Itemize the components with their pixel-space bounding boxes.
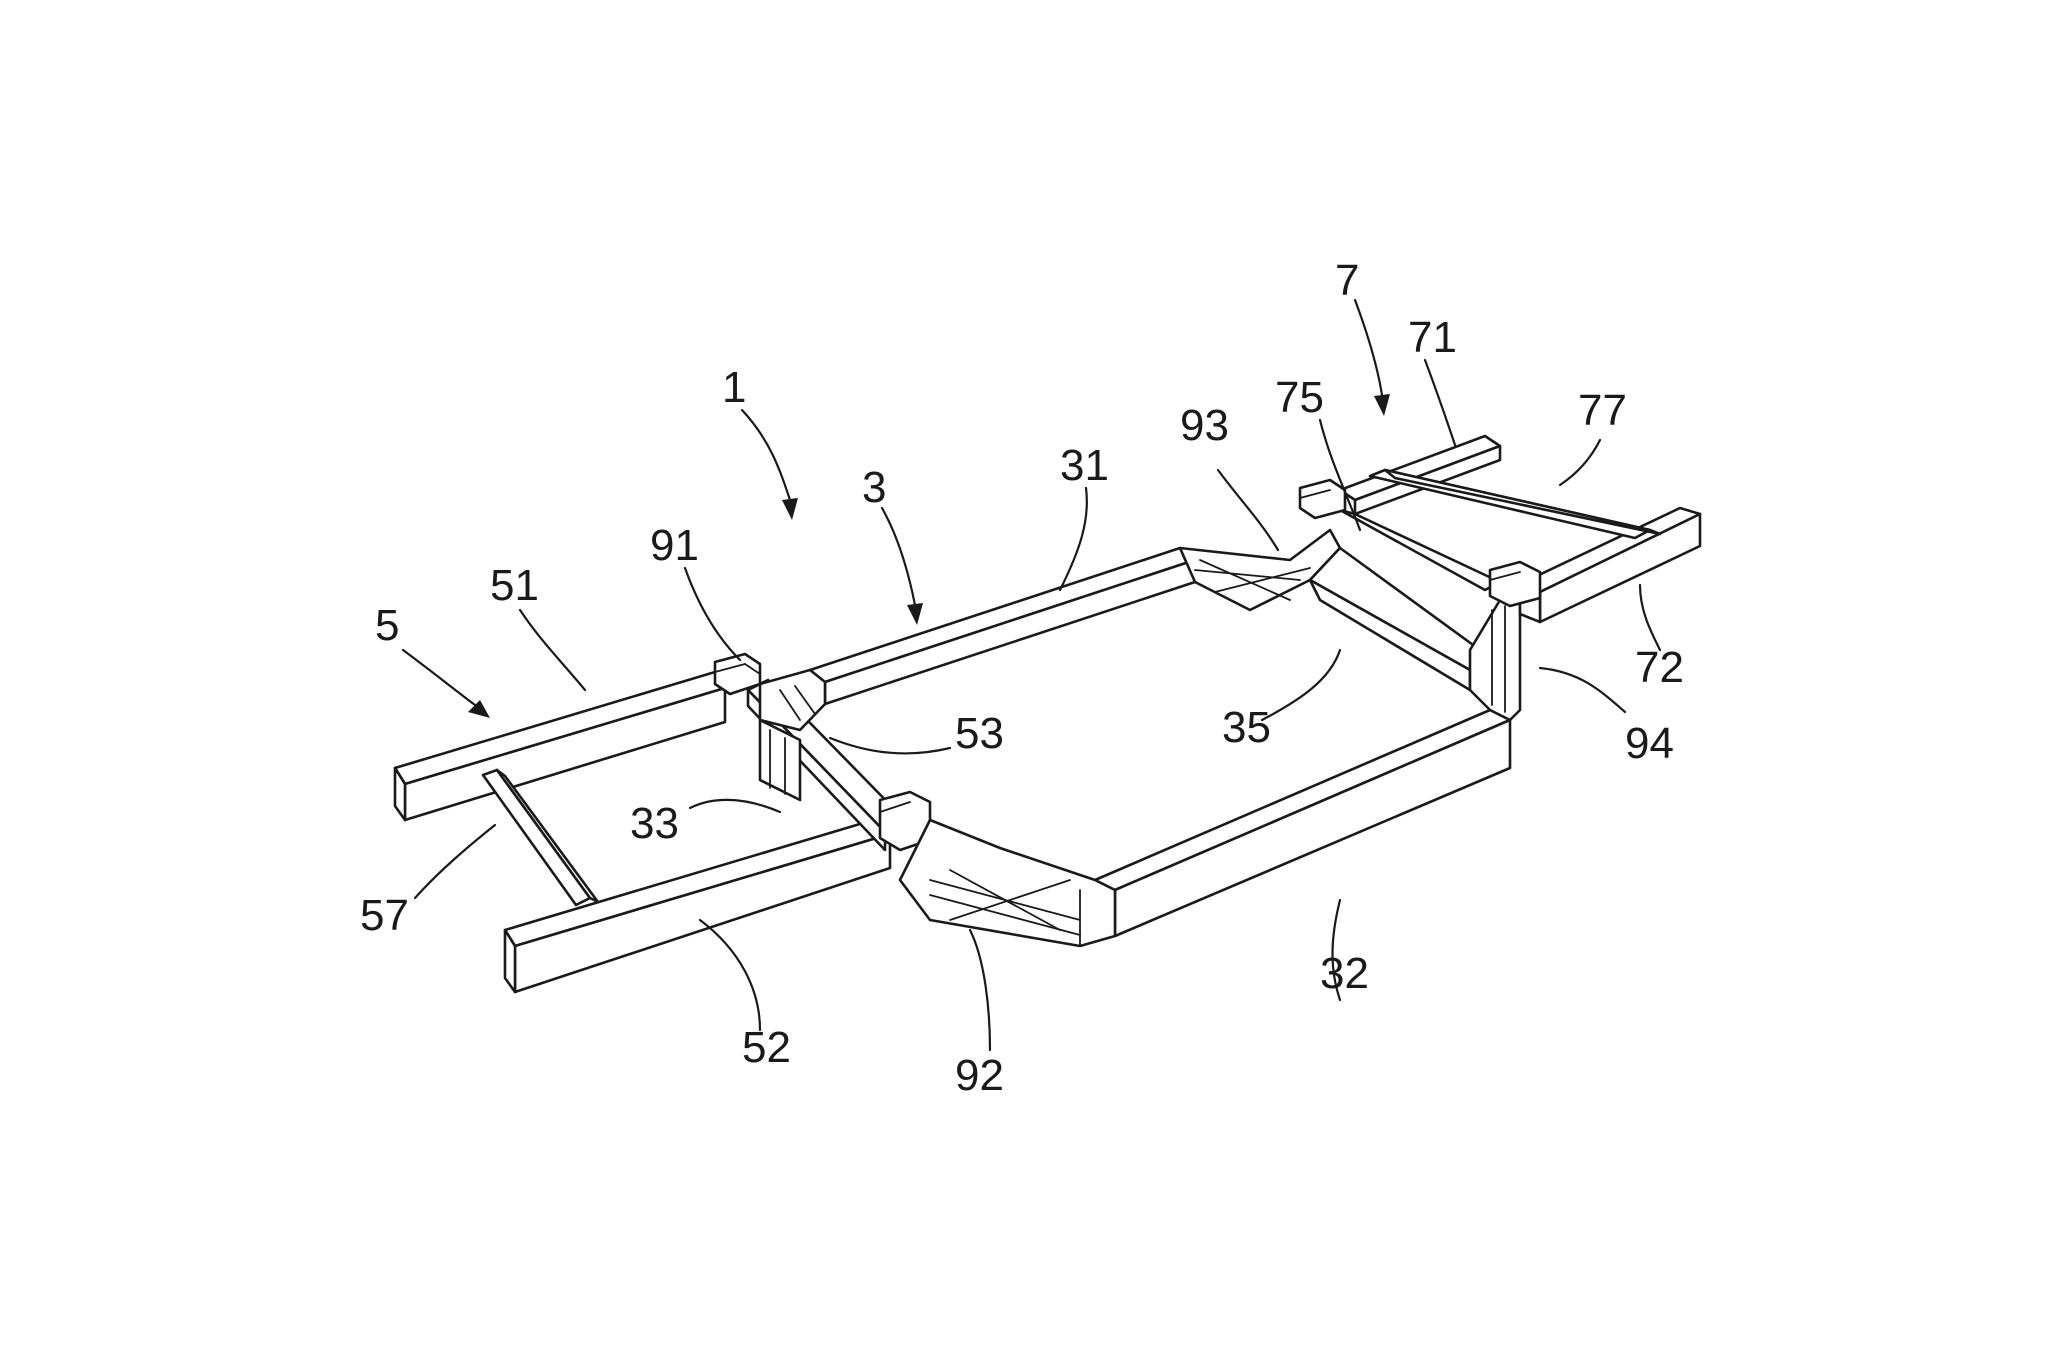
rail-52 — [503, 816, 892, 994]
label-52: 52 — [742, 1023, 791, 1072]
label-93: 93 — [1180, 401, 1229, 450]
node-93 — [1178, 528, 1342, 612]
label-72: 72 — [1635, 643, 1684, 692]
label-94: 94 — [1625, 719, 1674, 768]
label-91: 91 — [650, 521, 699, 570]
label-1: 1 — [722, 363, 746, 412]
label-35: 35 — [1222, 703, 1271, 752]
label-57: 57 — [360, 891, 409, 940]
rail-32 — [1093, 708, 1512, 938]
node-92 — [898, 818, 1117, 948]
node-94 — [1468, 598, 1522, 722]
mount-72-block — [1488, 560, 1542, 608]
mount-75-block — [1298, 478, 1347, 520]
label-53: 53 — [955, 709, 1004, 758]
rail-72 — [1518, 506, 1702, 624]
crossbar-77 — [1368, 468, 1662, 540]
rail-71 — [1338, 434, 1502, 516]
leader-lines — [401, 298, 1662, 1052]
node-31-left — [758, 668, 827, 732]
reference-numerals: 1 3 5 7 31 32 33 35 51 52 53 57 71 72 75… — [360, 256, 1684, 1100]
front-subframe-5 — [393, 652, 932, 994]
label-71: 71 — [1408, 313, 1457, 362]
rail-51 — [393, 670, 727, 822]
label-77: 77 — [1578, 386, 1627, 435]
label-33: 33 — [630, 799, 679, 848]
block-33 — [758, 718, 802, 802]
label-7: 7 — [1335, 256, 1359, 305]
label-92: 92 — [955, 1051, 1004, 1100]
label-5: 5 — [375, 601, 399, 650]
main-frame-3 — [758, 528, 1522, 948]
label-3: 3 — [862, 463, 886, 512]
label-75: 75 — [1275, 373, 1324, 422]
label-32: 32 — [1320, 949, 1369, 998]
rear-subframe-7 — [1298, 434, 1702, 624]
label-51: 51 — [490, 561, 539, 610]
rail-31 — [808, 546, 1197, 706]
crossbar-57 — [481, 768, 600, 907]
label-31: 31 — [1060, 441, 1109, 490]
